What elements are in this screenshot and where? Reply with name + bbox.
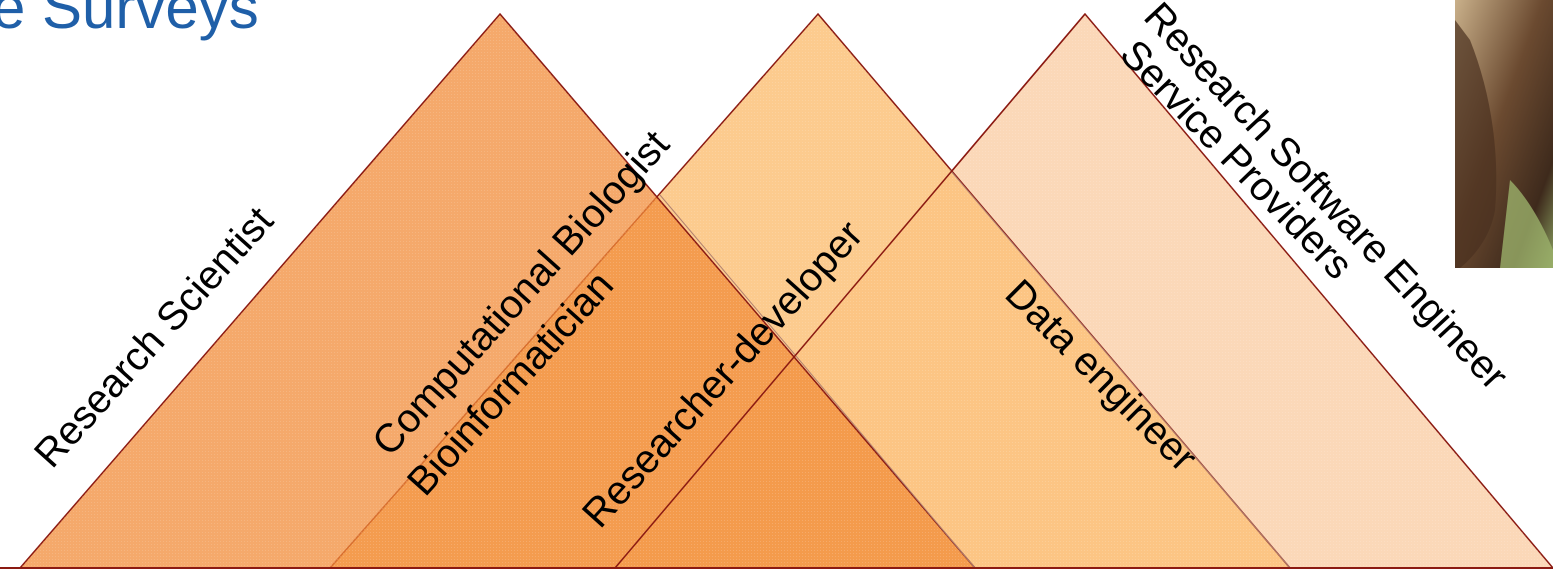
edge-right-left	[614, 13, 1086, 569]
triangle-left-texture	[20, 14, 975, 568]
person-photo-icon	[1455, 0, 1553, 268]
slide-title: e Surveys	[0, 0, 259, 41]
edge-middle-right	[949, 169, 1291, 569]
edge-left-right	[659, 194, 976, 569]
